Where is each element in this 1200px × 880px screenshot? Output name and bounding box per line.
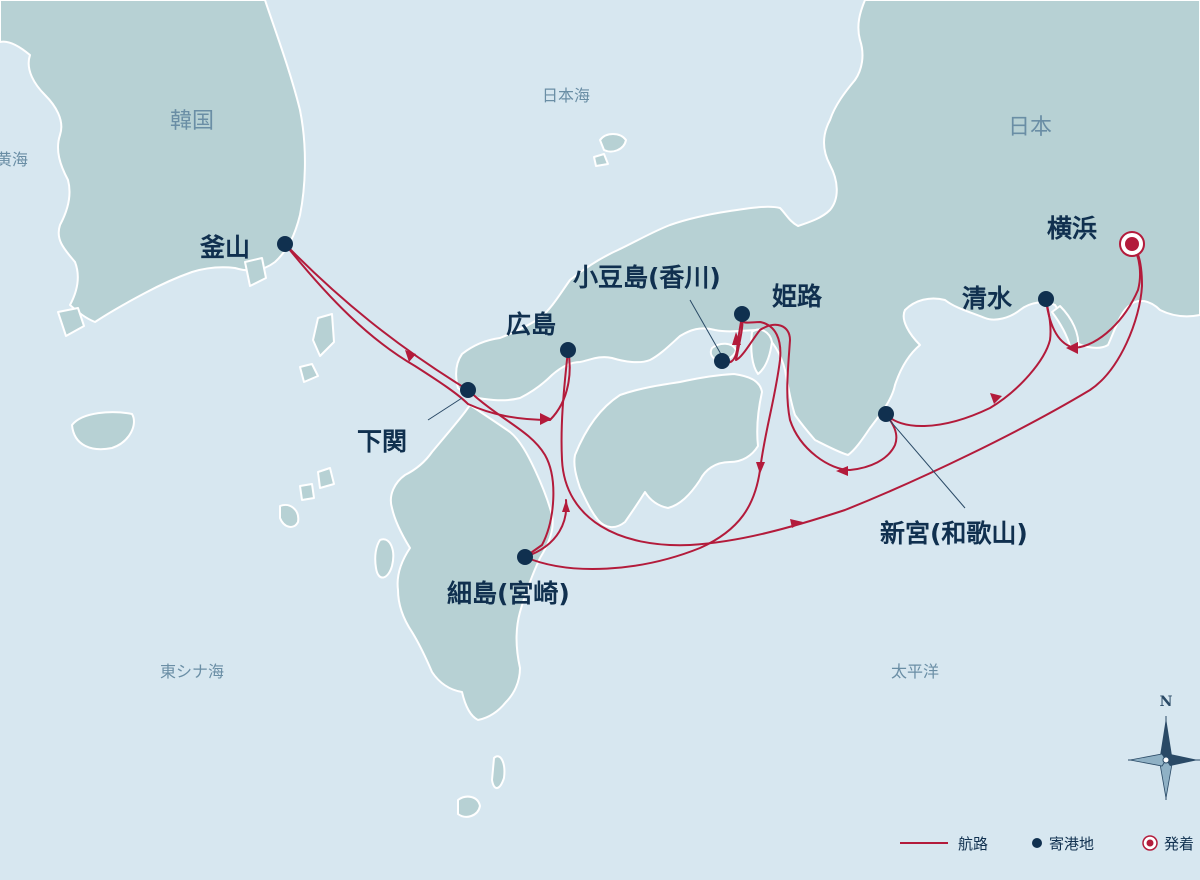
oki-island-2 <box>593 153 609 167</box>
route-busan-hiroshima <box>284 243 571 421</box>
legend-port-label: 寄港地 <box>1049 835 1094 853</box>
route-shodoshima-himeji <box>721 315 898 471</box>
route-shimizu-yokohama <box>1045 244 1142 349</box>
leader-shingu <box>885 415 966 509</box>
port-label-busan: 釜山 <box>199 233 250 262</box>
leader-shodoshima <box>689 299 723 357</box>
port-marker-shimizu <box>1038 291 1054 307</box>
route-arrow-7 <box>790 519 803 528</box>
sea-label-pacific: 太平洋 <box>891 662 939 681</box>
shikoku-landmass <box>573 373 763 528</box>
ports <box>277 231 1145 565</box>
route-arrow-6 <box>836 466 848 476</box>
honshu-landmass <box>455 0 1200 456</box>
country-label-japan: 日本 <box>1008 115 1052 140</box>
route-arrow-9 <box>1066 342 1078 354</box>
port-label-shingu: 新宮(和歌山) <box>880 519 1028 548</box>
legend-port-swatch <box>1032 838 1042 848</box>
korea-landmass <box>0 0 306 323</box>
route-hosojima-shingu <box>524 317 782 570</box>
port-label-hosojima: 細島(宮崎) <box>447 579 570 608</box>
oki-island-1 <box>599 133 627 153</box>
goto-island-1 <box>317 467 335 489</box>
port-marker-hosojima <box>517 549 533 565</box>
sea-label-japan-sea: 日本海 <box>542 86 590 105</box>
korea-island-2 <box>244 257 267 287</box>
routes <box>284 243 1143 570</box>
sea-label-east-china-sea: 東シナ海 <box>160 662 224 681</box>
port-marker-yokohama <box>1119 231 1145 257</box>
amakusa-island <box>374 538 395 579</box>
port-label-hiroshima: 広島 <box>506 310 556 339</box>
route-arrow-2 <box>540 413 552 425</box>
port-marker-hiroshima <box>560 342 576 358</box>
legend: 航路 寄港地 発着 <box>900 835 1194 853</box>
port-label-shimonoseki: 下関 <box>357 427 407 456</box>
route-arrow-4 <box>732 332 741 345</box>
route-arrow-5 <box>756 462 765 474</box>
tanegashima-island <box>491 755 506 789</box>
route-shimonoseki-hosojima <box>467 389 555 558</box>
compass-icon <box>1128 716 1200 800</box>
iki-island <box>299 363 319 383</box>
port-marker-shodoshima <box>714 353 730 369</box>
jeju-island <box>71 411 135 451</box>
port-label-yokohama: 横浜 <box>1047 214 1097 243</box>
port-label-himeji: 姫路 <box>772 282 823 311</box>
awaji-island <box>750 328 773 375</box>
compass-north-label: N <box>1160 694 1173 710</box>
port-label-shodoshima: 小豆島(香川) <box>573 263 721 292</box>
route-busan-shimonoseki <box>284 243 469 391</box>
goto-island-3 <box>279 504 300 528</box>
legend-route-label: 航路 <box>958 835 988 853</box>
port-marker-busan <box>277 236 293 252</box>
route-arrow-8 <box>990 393 1002 404</box>
port-label-shimizu: 清水 <box>962 284 1013 313</box>
legend-departure-swatch <box>1142 835 1158 851</box>
korea-island-1 <box>57 307 85 337</box>
goto-island-2 <box>299 483 315 501</box>
legend-departure-label: 発着 <box>1164 835 1194 853</box>
tsushima-island <box>312 313 335 357</box>
port-marker-himeji <box>734 306 750 322</box>
route-arrow-3 <box>562 500 570 512</box>
country-label-korea: 韓国 <box>170 109 214 134</box>
route-arrows <box>405 332 1078 528</box>
port-marker-shingu <box>878 406 894 422</box>
yakushima-island <box>457 795 481 818</box>
port-marker-shimonoseki <box>460 382 476 398</box>
route-hiroshima-yokohama <box>560 247 1143 547</box>
compass-rose: N <box>1128 694 1200 800</box>
sea-label-yellow-sea: 黄海 <box>0 150 28 169</box>
leader-shimonoseki <box>427 397 463 421</box>
route-arrow-1 <box>405 350 416 362</box>
